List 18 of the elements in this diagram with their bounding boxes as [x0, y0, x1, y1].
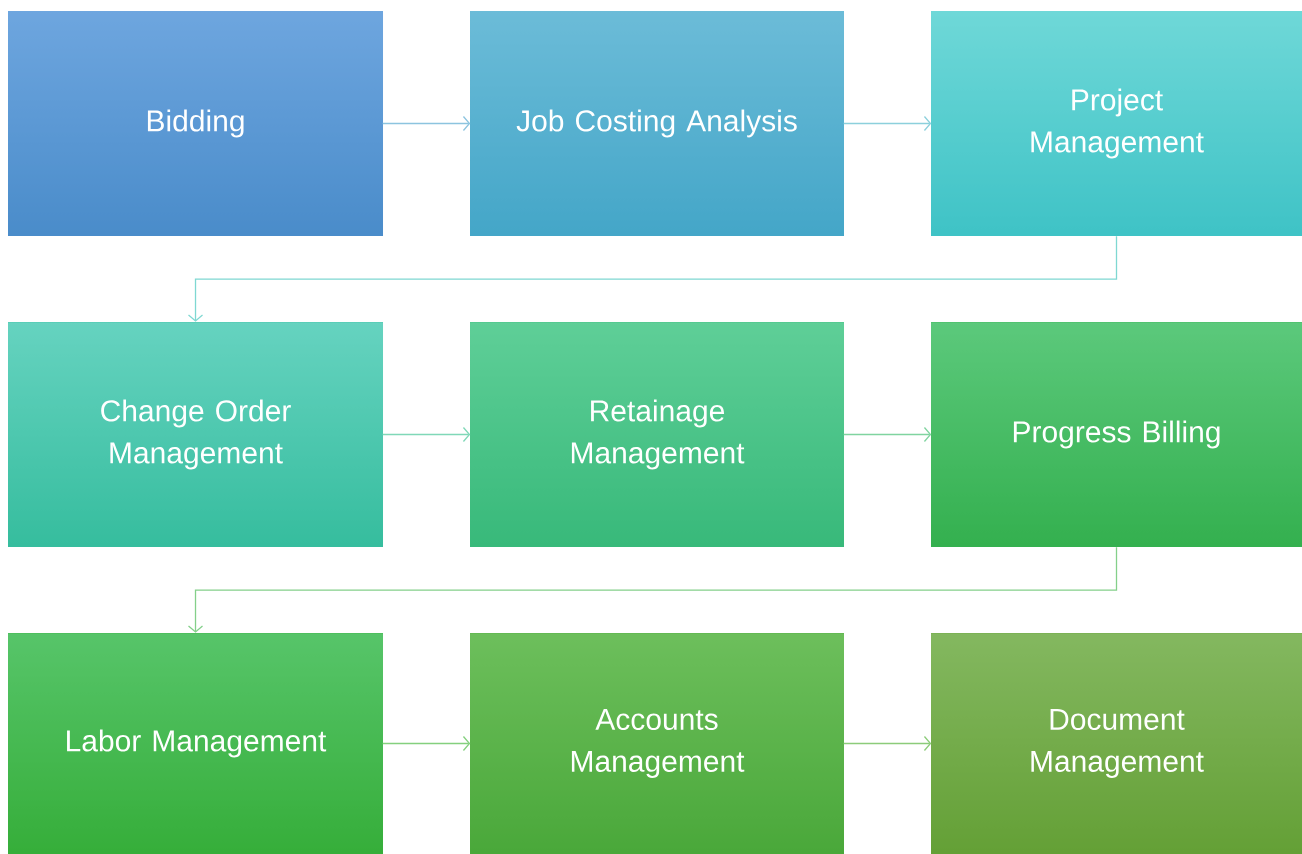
process-box: Progress Billing [931, 322, 1302, 547]
node-label: Progress Billing [1013, 420, 1220, 449]
arrow [187, 546, 1118, 633]
arrow [382, 426, 471, 443]
arrow [187, 235, 1118, 322]
process-box: Accounts Management [470, 633, 844, 854]
arrow [843, 115, 932, 132]
process-box: Job Costing Analysis [470, 11, 844, 236]
arrow [382, 735, 471, 752]
arrow [843, 735, 932, 752]
arrow [382, 115, 471, 132]
process-box: Document Management [931, 633, 1302, 854]
process-box: Retainage Management [470, 322, 844, 547]
process-box: Bidding [8, 11, 383, 236]
process-box: Project Management [931, 11, 1302, 236]
process-box: Labor Management [8, 633, 383, 854]
process-box: Change Order Management [8, 322, 383, 547]
arrow [843, 426, 932, 443]
